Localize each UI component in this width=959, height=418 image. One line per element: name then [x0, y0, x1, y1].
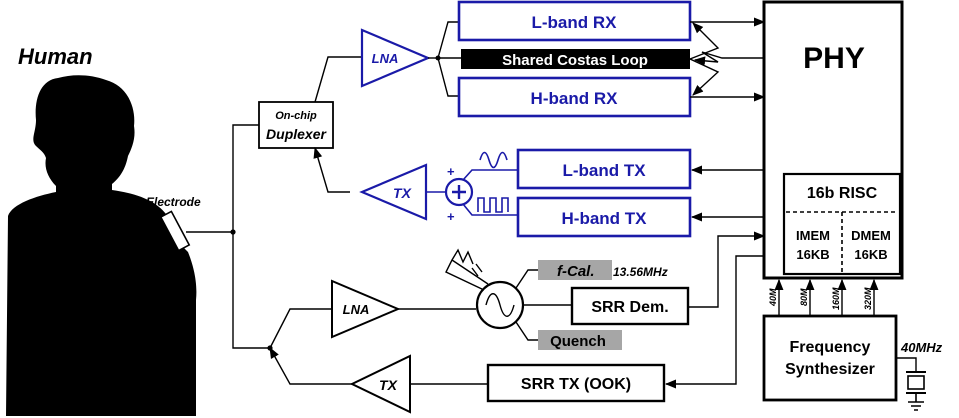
electrode-pad [159, 210, 191, 252]
phy-title: PHY [803, 42, 865, 75]
oscillator-sine-icon [485, 293, 515, 317]
lband-rx-block [457, 0, 692, 42]
srr-tx-block [486, 363, 666, 403]
crystal-icon [906, 371, 926, 411]
human-silhouette-icon [6, 75, 197, 416]
tx-plus-top: + [447, 164, 455, 179]
fcal-wire [515, 269, 538, 289]
human-title: Human [18, 44, 93, 69]
clock-40m-label: 40M [768, 288, 778, 307]
hband-tx-block [516, 196, 692, 238]
rx-lna-amplifier [360, 28, 431, 88]
dmem-label: DMEM [851, 228, 891, 243]
phy-to-srr-tx-arrow [664, 255, 764, 389]
clock-80m-label: 80M [799, 288, 809, 306]
srr-lna-input-wire [269, 308, 332, 349]
fcal-freq: 13.56MHz [613, 265, 668, 279]
duplexer-line2: Duplexer [266, 126, 327, 142]
duplexer-tx-wire [313, 146, 350, 193]
srr-lna-label: LNA [343, 302, 370, 317]
lband-tx-block [516, 148, 692, 190]
costas-to-lband-arrow [689, 22, 720, 60]
rx-lna-label: LNA [372, 51, 399, 66]
srr-tx-output-wire [269, 347, 352, 385]
rx-lband-input-wire [437, 21, 459, 59]
srr-dem-block [570, 286, 690, 326]
square-wave-icon [477, 197, 509, 213]
risc-label: 16b RISC [807, 185, 878, 202]
duplexer-feed-wire [232, 124, 260, 232]
imem-label: IMEM [796, 228, 830, 243]
imem-size: 16KB [796, 247, 829, 262]
fcal-label: f-Cal. [557, 263, 595, 280]
srr-dem-label: SRR Dem. [591, 299, 668, 316]
duplexer-line1: On-chip [275, 110, 317, 122]
electrode-label: Electrode [146, 195, 201, 209]
quench-wire [515, 321, 538, 341]
clock-320m-label: 320M [863, 287, 873, 310]
costas-loop-block [461, 49, 690, 69]
synth-line2: Synthesizer [785, 361, 875, 378]
costas-loop-label: Shared Costas Loop [502, 52, 648, 69]
risc-divider [786, 211, 898, 272]
costas-to-hband-arrow [689, 58, 720, 96]
tank-circuit-icon [445, 248, 489, 291]
srr-tx-label: SRR TX (OOK) [521, 376, 631, 393]
hband-rx-label: H-band RX [531, 89, 619, 108]
duplexer-rx-wire [314, 56, 362, 103]
sine-wave-icon [479, 151, 508, 169]
hband-tx-to-summer-wire [462, 203, 518, 216]
tx-amp-label: TX [393, 185, 413, 201]
quench-box [538, 330, 622, 350]
srr-tx-amp-label: TX [379, 377, 399, 393]
srr-lna-amplifier [331, 279, 401, 339]
ref-clock-label: 40MHz [900, 340, 943, 355]
phy-to-costas-arrow [693, 51, 764, 66]
tx-plus-bottom: + [447, 209, 455, 224]
fcal-box [538, 260, 612, 280]
hband-tx-label: H-band TX [562, 209, 648, 228]
ref-clock-wire [896, 357, 917, 372]
dem-to-phy-arrow [688, 231, 766, 308]
lband-tx-to-summer-wire [462, 169, 518, 181]
lband-tx-label: L-band TX [562, 161, 646, 180]
tx-amplifier [359, 163, 428, 221]
rx-hband-input-wire [437, 57, 459, 97]
tx-summer-plus-icon [452, 185, 466, 199]
clock-160m-label: 160M [831, 287, 841, 310]
srr-feed-wire [232, 232, 270, 349]
synth-line1: Frequency [790, 339, 871, 356]
lband-rx-label: L-band RX [532, 13, 618, 32]
duplexer-block [258, 101, 334, 149]
synth-block [762, 314, 898, 402]
dmem-size: 16KB [854, 247, 887, 262]
quench-label: Quench [550, 333, 606, 350]
